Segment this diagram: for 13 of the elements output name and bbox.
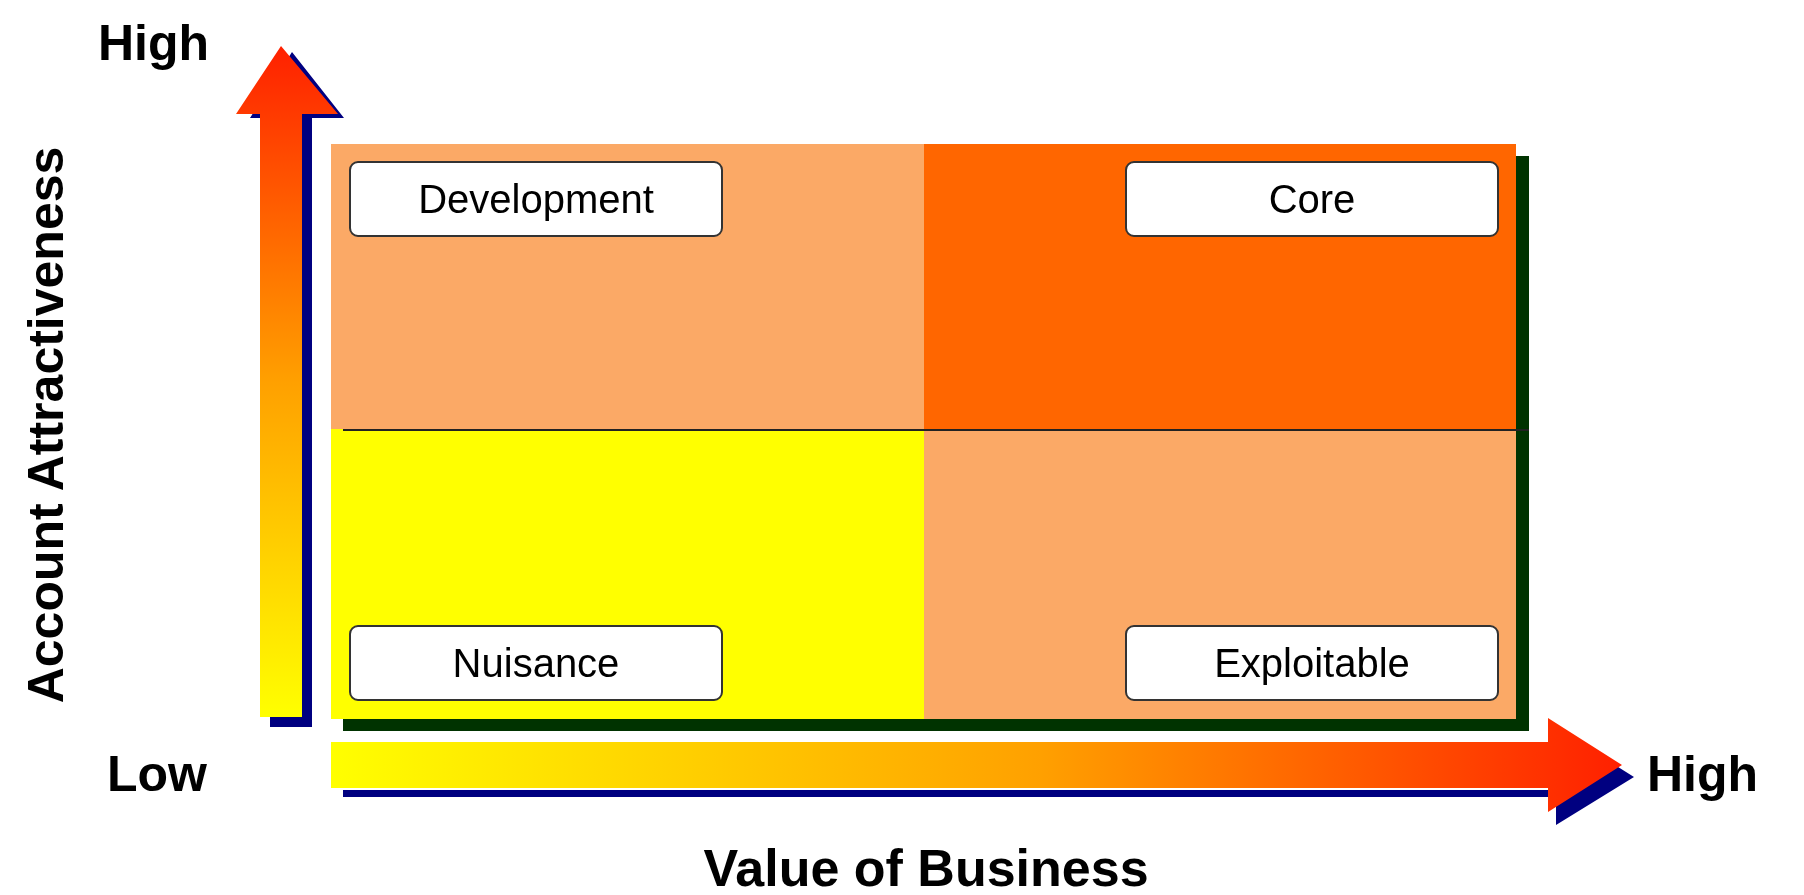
- matrix-quadrant: [924, 429, 1516, 719]
- axis-end-label: High: [1647, 745, 1759, 803]
- quadrant-label: Nuisance: [349, 625, 723, 701]
- matrix-quadrant: [331, 429, 924, 719]
- axis-end-label: Low: [107, 745, 207, 803]
- axis-title: Value of Business: [703, 838, 1149, 895]
- axis-title: Account Attractiveness: [16, 146, 75, 704]
- quadrant-label: Exploitable: [1125, 625, 1499, 701]
- matrix-quadrant: [924, 144, 1516, 429]
- matrix-quadrant: [331, 144, 924, 429]
- axis-end-label: High: [98, 14, 210, 72]
- quadrant-label: Development: [349, 161, 723, 237]
- quadrant-label: Core: [1125, 161, 1499, 237]
